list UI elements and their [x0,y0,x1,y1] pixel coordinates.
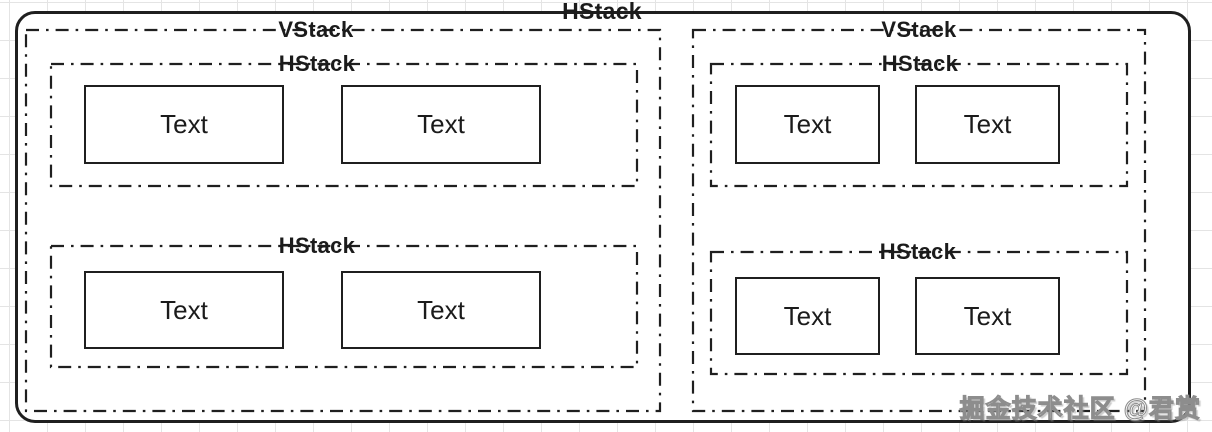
text-box-label: Text [963,109,1012,139]
hstack-left-bottom-border [49,244,639,369]
vstack-left-label: VStack [278,17,354,42]
text-box-label: Text [417,109,465,139]
text-box-label: Text [783,109,832,139]
text-box-label: Text [160,294,208,325]
text-box: Text [735,277,880,355]
text-box-label: Text [963,300,1012,331]
hstack-left-top-label: HStack [278,51,356,76]
text-box: Text [915,277,1060,355]
text-box: Text [735,85,880,164]
outer-hstack-label: HStack [562,0,642,24]
text-box: Text [84,85,284,164]
hstack-right-top-label: HStack [881,51,959,76]
hstack-right-top-border [709,62,1129,188]
vstack-right-label: VStack [881,17,957,42]
text-box-label: Text [417,294,465,325]
text-box: Text [915,85,1060,164]
hstack-left-bottom-label: HStack [278,233,356,258]
text-box: Text [84,271,284,349]
hstack-right-bottom-border [709,250,1129,376]
text-box-label: Text [160,109,208,139]
vstack-left-border [24,28,662,413]
text-box-label: Text [783,300,832,331]
text-box: Text [341,85,541,164]
text-box: Text [341,271,541,349]
vstack-right-border [691,28,1147,413]
hstack-right-bottom-label: HStack [879,239,957,264]
watermark-text: 掘金技术社区 @君赏 [959,395,1201,424]
